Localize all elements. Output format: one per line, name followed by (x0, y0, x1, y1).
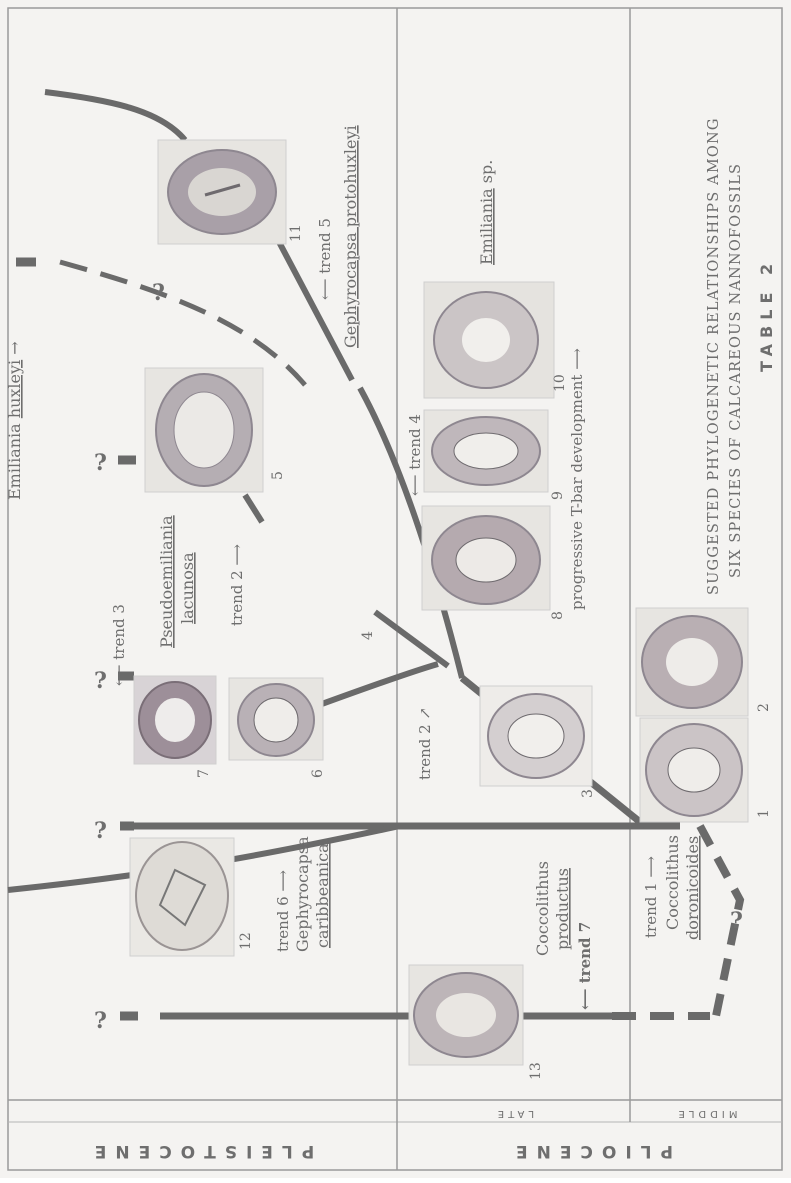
fig-num-2: 2 (756, 703, 772, 712)
specimen-11 (158, 140, 286, 244)
table-title: SUGGESTED PHYLOGENETIC RELATIONSHIPS AMO… (706, 117, 722, 595)
outer-frame (8, 8, 782, 1170)
label-coccolithus-productus-2: productus (553, 868, 572, 950)
label-pseudoemiliania-2: lacunosa (178, 552, 197, 624)
branch-4 (375, 612, 448, 666)
huxleyi-dashed-origin (60, 262, 305, 385)
table-label: TABLE 2 (757, 258, 776, 372)
subepoch-late: LATE (494, 1108, 534, 1119)
specimen-13 (409, 965, 523, 1065)
trend-1-label: trend 1 ⟶ (642, 856, 660, 938)
fig-num-8: 8 (550, 611, 566, 620)
specimen-8 (422, 506, 550, 610)
question-mark-huxleyi-dashed: ? (152, 280, 165, 306)
trend-2b-label: trend 2 ⟶ (228, 544, 246, 626)
label-pseudoemiliania-1: Pseudoemiliania (157, 515, 176, 648)
fig-num-7: 7 (196, 769, 212, 778)
branch-stub-5 (245, 495, 262, 522)
label-emiliania-huxleyi: Emiliania huxleyi → (5, 341, 24, 500)
specimen-6 (229, 678, 323, 760)
question-mark-root: ? (730, 908, 743, 934)
label-emiliania-sp: Emiliania sp. (477, 160, 496, 265)
specimen-12 (130, 838, 234, 956)
label-coccolithus-productus-1: Coccolithus (533, 861, 552, 956)
label-gephyrocapsa-carib-2: caribbeanica (313, 843, 332, 948)
specimen-9 (424, 410, 548, 492)
fig-num-6: 6 (310, 769, 326, 778)
fig-num-11: 11 (288, 224, 304, 242)
fig-num-12: 12 (238, 932, 254, 950)
trend-4-label: ⟵ trend 4 (406, 414, 424, 496)
trend-6-label: trend 6 ⟶ (274, 870, 292, 952)
subepoch-middle: MIDDLE (675, 1108, 738, 1119)
trend-3-label: ⟵ trend 3 (110, 604, 128, 686)
trend-5-label: ⟵ trend 5 (316, 218, 334, 300)
fig-num-13: 13 (528, 1062, 544, 1080)
fig-num-4: 4 (360, 631, 376, 640)
label-coccolithus-doronicoides-2: doronicoides (683, 836, 702, 940)
specimen-7 (134, 676, 216, 764)
epoch-pliocene: PLIOCENE (507, 1141, 673, 1161)
species-labels: Emiliania huxleyi → Gephyrocapsa protohu… (5, 125, 702, 956)
huxleyi-terminal-line (45, 92, 185, 140)
specimen-3 (480, 686, 592, 786)
question-mark-productus: ? (94, 1008, 107, 1034)
question-mark-doronicoides: ? (94, 818, 107, 844)
specimen-1 (640, 718, 748, 822)
fig-num-5: 5 (270, 471, 286, 480)
trend-7-label: ⟵ trend 7 (576, 922, 594, 1010)
fig-num-10: 10 (552, 374, 568, 392)
table-subtitle: SIX SPECIES OF CALCAREOUS NANNOFOSSILS (728, 163, 744, 578)
label-gephyrocapsa-protohuxleyi: Gephyrocapsa protohuxleyi (341, 125, 360, 348)
fig-num-3: 3 (580, 789, 596, 798)
label-gephyrocapsa-carib-1: Gephyrocapsa (293, 836, 312, 952)
epoch-pleistocene: PLEISTOCENE (86, 1141, 314, 1161)
label-coccolithus-doronicoides-1: Coccolithus (663, 835, 682, 930)
specimen-10 (424, 282, 554, 398)
specimen-2 (636, 608, 748, 716)
question-mark-5: ? (94, 450, 107, 476)
fig-num-9: 9 (550, 491, 566, 500)
specimen-5 (145, 368, 263, 492)
t-bar-development-label: progressive T-bar development ⟶ (568, 348, 586, 610)
question-mark-7: ? (94, 668, 107, 694)
fig-num-1: 1 (756, 809, 772, 818)
trend-2a-label: trend 2 ↗ (416, 707, 434, 780)
